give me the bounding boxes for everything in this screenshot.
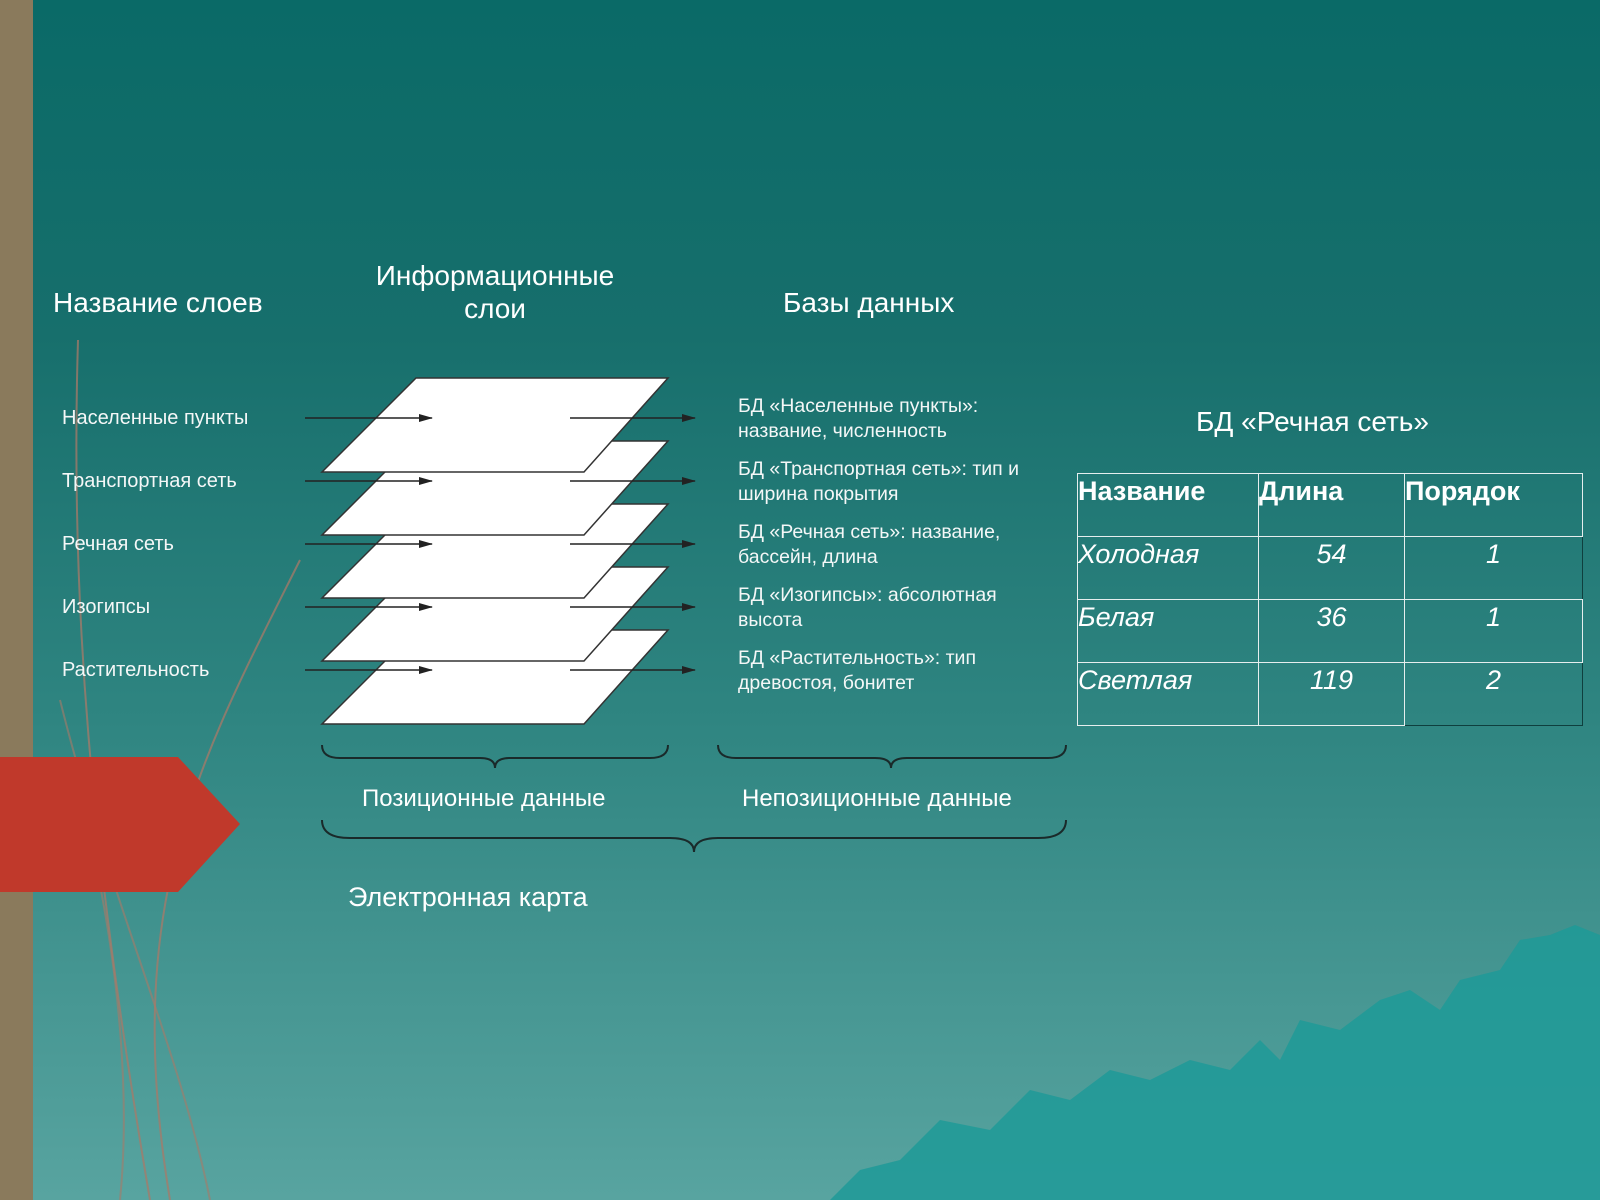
table-cell-order: 2	[1404, 662, 1583, 726]
heading-info-layers-line2: слои	[464, 293, 526, 324]
table-header-name: Название	[1077, 473, 1259, 537]
layer-name-contours: Изогипсы	[62, 596, 151, 618]
heading-info-layers: Информационные слои	[370, 259, 620, 325]
table-cell-length: 54	[1258, 536, 1405, 600]
table-cell-name: Холодная	[1077, 536, 1259, 600]
label-positional-data: Позиционные данные	[362, 785, 606, 812]
db-item-contours-line2: высота	[738, 609, 803, 631]
table-header-length: Длина	[1258, 473, 1405, 537]
heading-info-layers-line1: Информационные	[375, 260, 615, 291]
river-table: Название Длина Порядок Холодная 54 1 Бел…	[1077, 473, 1583, 726]
db-item-transport-line1: БД «Транспортная сеть»: тип и	[738, 458, 1020, 480]
db-item-vegetation-line2: древостоя, бонитет	[738, 672, 915, 694]
brace-positional	[321, 744, 669, 769]
table-cell-length: 119	[1258, 662, 1405, 726]
table-row: Белая 36 1	[1077, 599, 1583, 663]
table-cell-length: 36	[1258, 599, 1405, 663]
db-item-vegetation: БД «Растительность»: тип древостоя, бони…	[738, 646, 1068, 696]
heading-databases: Базы данных	[783, 287, 955, 318]
river-table-caption: БД «Речная сеть»	[1196, 406, 1429, 437]
heading-layer-names: Название слоев	[53, 287, 263, 318]
db-item-contours: БД «Изогипсы»: абсолютная высота	[738, 583, 1068, 633]
table-header-row: Название Длина Порядок	[1077, 473, 1583, 537]
brace-non-positional	[717, 744, 1067, 769]
table-cell-name: Белая	[1077, 599, 1259, 663]
table-cell-order: 1	[1404, 536, 1583, 600]
layer-sheet-settlements	[320, 377, 670, 473]
table-cell-order: 1	[1404, 599, 1583, 663]
label-non-positional-data: Непозиционные данные	[742, 785, 1012, 812]
db-item-transport-line2: ширина покрытия	[738, 483, 899, 505]
layer-name-settlements: Населенные пункты	[62, 407, 249, 429]
db-item-contours-line1: БД «Изогипсы»: абсолютная	[738, 584, 997, 606]
db-item-rivers: БД «Речная сеть»: название, бассейн, дли…	[738, 520, 1068, 570]
brace-electronic-map	[321, 819, 1067, 853]
table-row: Светлая 119 2	[1077, 662, 1583, 726]
table-cell-name: Светлая	[1077, 662, 1259, 726]
db-item-settlements-line2: название, численность	[738, 420, 947, 442]
db-item-transport: БД «Транспортная сеть»: тип и ширина пок…	[738, 457, 1068, 507]
table-row: Холодная 54 1	[1077, 536, 1583, 600]
db-item-vegetation-line1: БД «Растительность»: тип	[738, 647, 977, 669]
db-item-rivers-line2: бассейн, длина	[738, 546, 878, 568]
layer-name-transport: Транспортная сеть	[62, 470, 237, 492]
db-item-settlements-line1: БД «Населенные пункты»:	[738, 395, 979, 417]
label-electronic-map: Электронная карта	[348, 882, 588, 912]
table-header-order: Порядок	[1404, 473, 1583, 537]
layer-name-rivers: Речная сеть	[62, 533, 174, 555]
layer-name-vegetation: Растительность	[62, 659, 210, 681]
db-item-rivers-line1: БД «Речная сеть»: название,	[738, 521, 1001, 543]
db-item-settlements: БД «Населенные пункты»: название, числен…	[738, 394, 1068, 444]
